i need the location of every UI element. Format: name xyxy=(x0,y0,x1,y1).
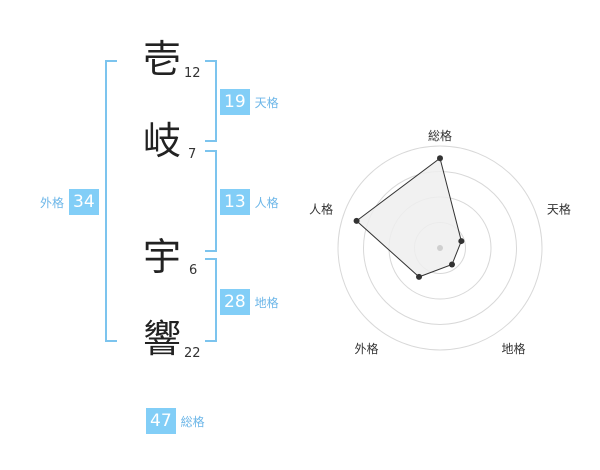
radar-axis-label-4: 外格 xyxy=(355,341,379,356)
chikaku-score: 28 地格 xyxy=(220,289,279,315)
stroke-count-2: 7 xyxy=(188,147,197,162)
stroke-count-4: 22 xyxy=(184,346,201,361)
jinkaku-score: 13 人格 xyxy=(220,189,279,215)
tenkaku-value: 19 xyxy=(220,89,250,115)
stroke-count-1: 12 xyxy=(184,66,201,81)
gaikaku-value: 34 xyxy=(69,189,99,215)
jinkaku-bracket xyxy=(205,150,217,252)
tenkaku-label: 天格 xyxy=(254,95,279,110)
radar-point-3 xyxy=(448,261,455,268)
chikaku-label: 地格 xyxy=(254,295,279,310)
radar-axis-label-1: 総格 xyxy=(428,128,452,143)
radar-axis-label-5: 人格 xyxy=(309,201,333,216)
radar-axis-label-3: 地格 xyxy=(501,341,525,356)
tenkaku-bracket xyxy=(205,60,217,142)
name-char-3: 宇 xyxy=(143,235,182,279)
radar-axis-label-2: 天格 xyxy=(547,201,571,216)
gaikaku-label: 外格 xyxy=(40,195,65,210)
gaikaku-score: 外格 34 xyxy=(40,189,99,215)
name-char-1: 壱 xyxy=(143,37,182,81)
radar-point-4 xyxy=(416,273,423,280)
gaikaku-bracket xyxy=(105,60,117,342)
soukaku-value: 47 xyxy=(146,408,176,434)
name-char-4: 響 xyxy=(143,317,182,361)
name-char-2: 岐 xyxy=(143,119,182,163)
tenkaku-score: 19 天格 xyxy=(220,89,279,115)
chikaku-bracket xyxy=(205,258,217,342)
radar-area xyxy=(355,157,462,278)
stroke-count-3: 6 xyxy=(189,263,198,278)
radar-ring-4 xyxy=(337,145,543,351)
chikaku-value: 28 xyxy=(220,289,250,315)
radar-point-5 xyxy=(353,217,360,224)
radar-center-dot xyxy=(437,245,443,251)
jinkaku-value: 13 xyxy=(220,189,250,215)
radar-point-2 xyxy=(458,238,465,245)
jinkaku-label: 人格 xyxy=(254,195,279,210)
soukaku-score: 47 総格 xyxy=(146,408,205,434)
soukaku-label: 総格 xyxy=(180,414,205,429)
radar-point-1 xyxy=(437,155,443,162)
